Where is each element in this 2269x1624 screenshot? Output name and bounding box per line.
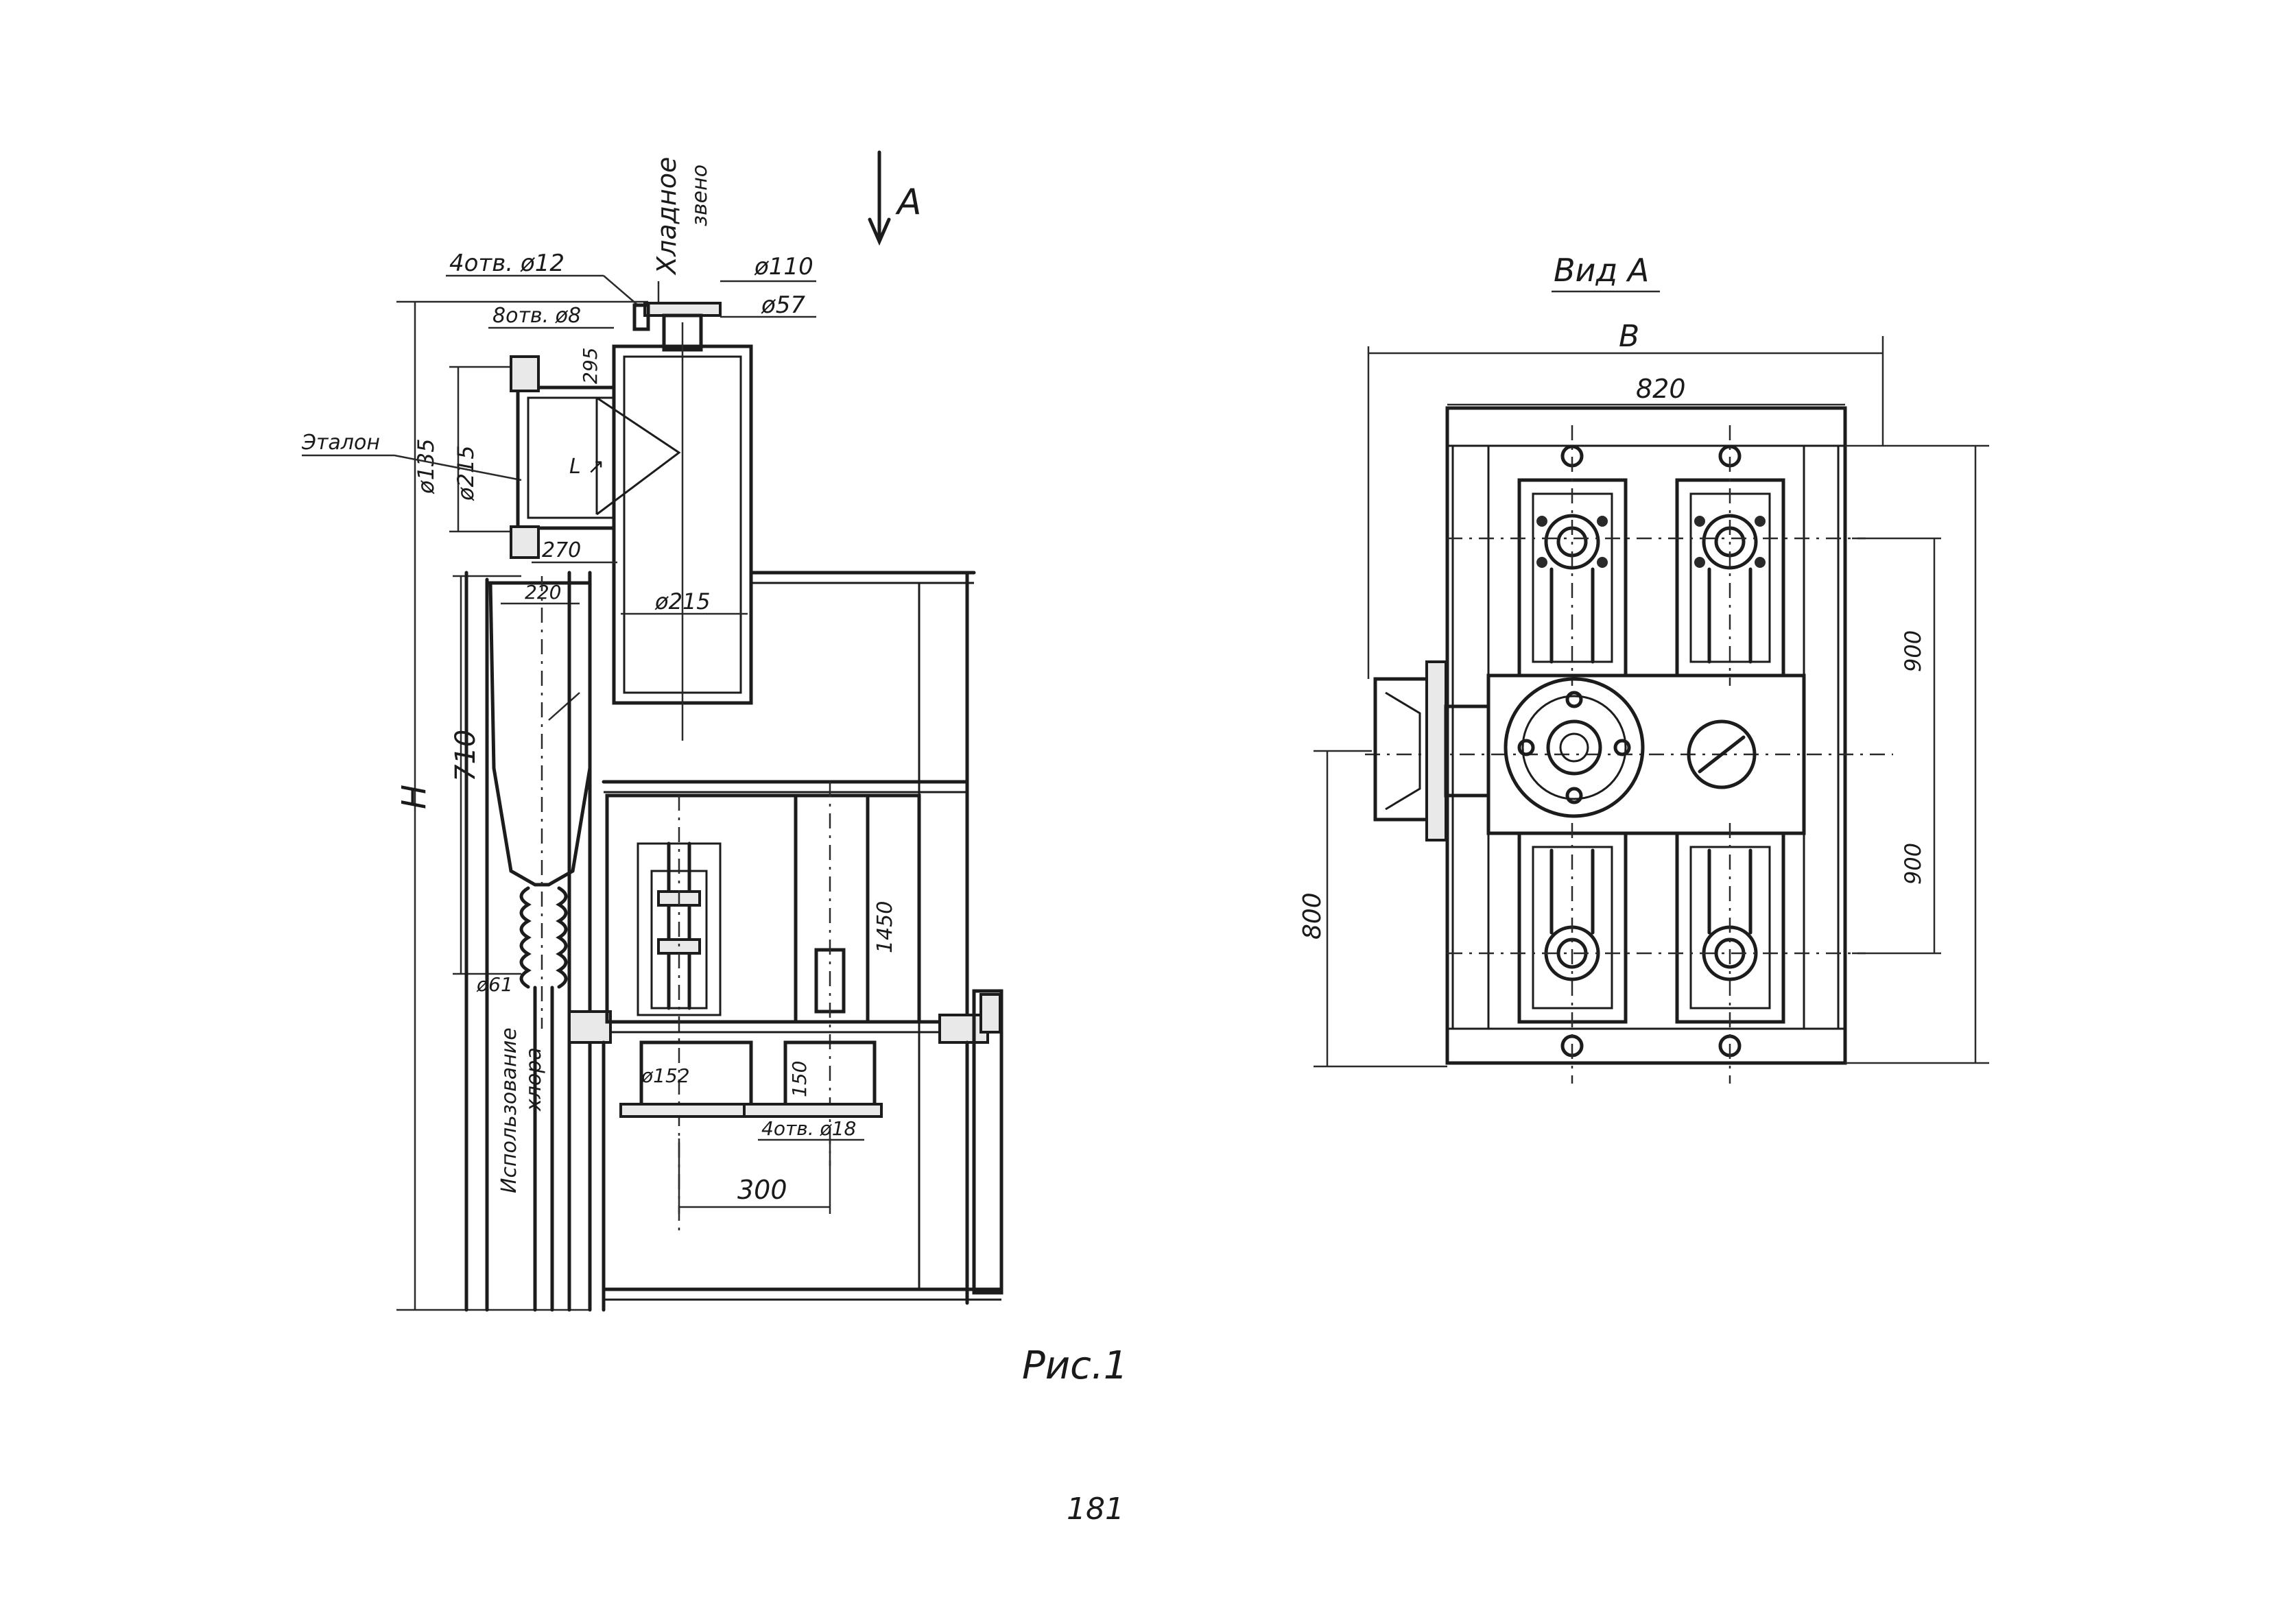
bottom-nozzles: ø152 150 4отв. ø18 xyxy=(619,1040,883,1141)
page-number: 181 xyxy=(1067,1492,1124,1527)
dim-800-text: 800 xyxy=(1298,892,1327,940)
diam-110-text: ø110 xyxy=(754,253,813,280)
dimension-vertical-upper: ø135 ø215 xyxy=(413,366,511,533)
dim-135-text: ø135 xyxy=(413,438,439,494)
dim-H-text: H xyxy=(395,785,433,809)
upper-vessel: 295 xyxy=(579,322,753,741)
view-title: Вид А xyxy=(1554,252,1649,289)
bottom-vertical-label: Использование xyxy=(497,1027,521,1193)
view-arrow: A xyxy=(868,150,922,246)
dimension-H: H xyxy=(395,300,648,1311)
dim-270-text: 270 xyxy=(542,538,581,562)
dim-215v-text: ø215 xyxy=(453,445,479,501)
dimension-215: ø215 xyxy=(621,588,748,615)
top-nozzle: ø110 ø57 xyxy=(632,253,816,352)
dimension-900-pair: 900 900 xyxy=(1852,537,1941,955)
dimension-B: B xyxy=(1367,319,1884,679)
cap-label: 4отв. ø12 xyxy=(446,250,639,306)
dimension-820: 820 xyxy=(1447,374,1845,406)
dim-820-text: 820 xyxy=(1636,374,1686,404)
left-cabinet xyxy=(605,793,798,1234)
side-label-text: Эталон xyxy=(301,431,380,455)
dim-1450-text: 1450 xyxy=(873,901,897,953)
top-vertical-label-2: звено xyxy=(688,165,712,226)
diam-152-text: ø152 xyxy=(641,1064,690,1087)
main-body xyxy=(567,571,1003,1312)
view-arrow-label: A xyxy=(895,182,922,223)
dim-900-bottom-text: 900 xyxy=(1900,843,1926,885)
dimension-300: 300 xyxy=(678,1138,831,1214)
small-holes-label: 8отв. ø8 xyxy=(492,304,581,328)
dim-300-text: 300 xyxy=(737,1175,787,1205)
dim-900-top-text: 900 xyxy=(1900,630,1926,672)
top-vertical-label: Хладное xyxy=(652,157,682,276)
bottom-vertical-label-2: хлора xyxy=(522,1047,546,1112)
diam-57-text: ø57 xyxy=(761,291,805,319)
diam-61-text: ø61 xyxy=(476,973,513,996)
right-cabinet: 1450 xyxy=(866,793,921,1024)
inlet-mark: L ↗ xyxy=(569,455,604,479)
left-section-view: H 710 ø135 ø215 Эталон 4отв. ø12 xyxy=(301,157,1003,1312)
dim-220-text: 220 xyxy=(525,581,561,604)
inlet-branch: L ↗ xyxy=(510,355,681,559)
cyclone: 220 ø61 Использование хлора xyxy=(464,571,592,1312)
dim-B-text: B xyxy=(1619,319,1639,354)
side-label: Эталон xyxy=(301,431,522,481)
diam-215-text: ø215 xyxy=(654,588,711,614)
figure-caption: Рис.1 xyxy=(1022,1344,1128,1388)
upper-tanks xyxy=(1447,425,1866,686)
dim-295-text: 295 xyxy=(579,348,602,384)
dimension-outer-right xyxy=(1845,444,1989,1064)
side-drive xyxy=(1373,660,1490,841)
lower-tanks xyxy=(1447,823,1866,1084)
bottom-holes-label: 4отв. ø18 xyxy=(761,1117,856,1140)
cap-label-text: 4отв. ø12 xyxy=(449,250,565,277)
central-hub xyxy=(1504,677,1757,818)
dim-150-text: 150 xyxy=(788,1061,811,1097)
right-plan-view: Вид А B 820 xyxy=(1298,252,1989,1084)
dimension-270: 270 xyxy=(532,538,617,564)
dimension-800: 800 xyxy=(1298,750,1447,1068)
